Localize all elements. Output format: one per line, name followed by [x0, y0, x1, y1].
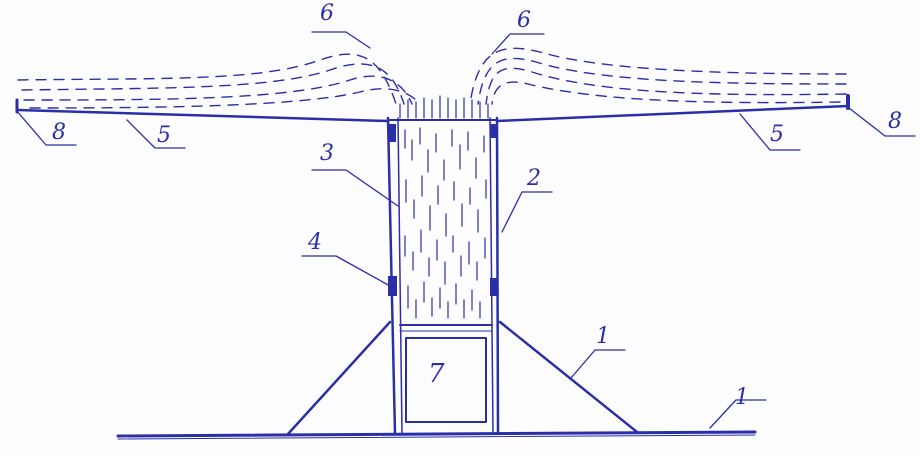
label-7-box: 7	[428, 359, 445, 389]
horizontal-booms	[15, 94, 850, 123]
label-2-frame: 2	[527, 166, 541, 191]
label-6-left-flow: 6	[320, 1, 334, 26]
label-3-fill: 3	[320, 141, 334, 166]
label-5-left-boom: 5	[157, 123, 171, 148]
label-8-right-end: 8	[888, 109, 902, 134]
support-struts	[286, 320, 639, 436]
label-5-right-boom: 5	[770, 122, 784, 147]
side-clamps	[388, 124, 498, 296]
label-6-right-flow: 6	[517, 8, 531, 33]
label-4-clamp: 4	[308, 230, 322, 255]
label-8-left-end: 8	[52, 120, 66, 145]
flow-streams	[17, 47, 847, 109]
box-7	[405, 337, 487, 423]
label-1-base: 1	[735, 385, 749, 410]
fibre-fill	[404, 127, 487, 319]
label-1-strut: 1	[596, 324, 610, 349]
ground-line	[116, 430, 757, 440]
leader-lines	[15, 31, 916, 429]
flow-arrows	[399, 95, 489, 119]
